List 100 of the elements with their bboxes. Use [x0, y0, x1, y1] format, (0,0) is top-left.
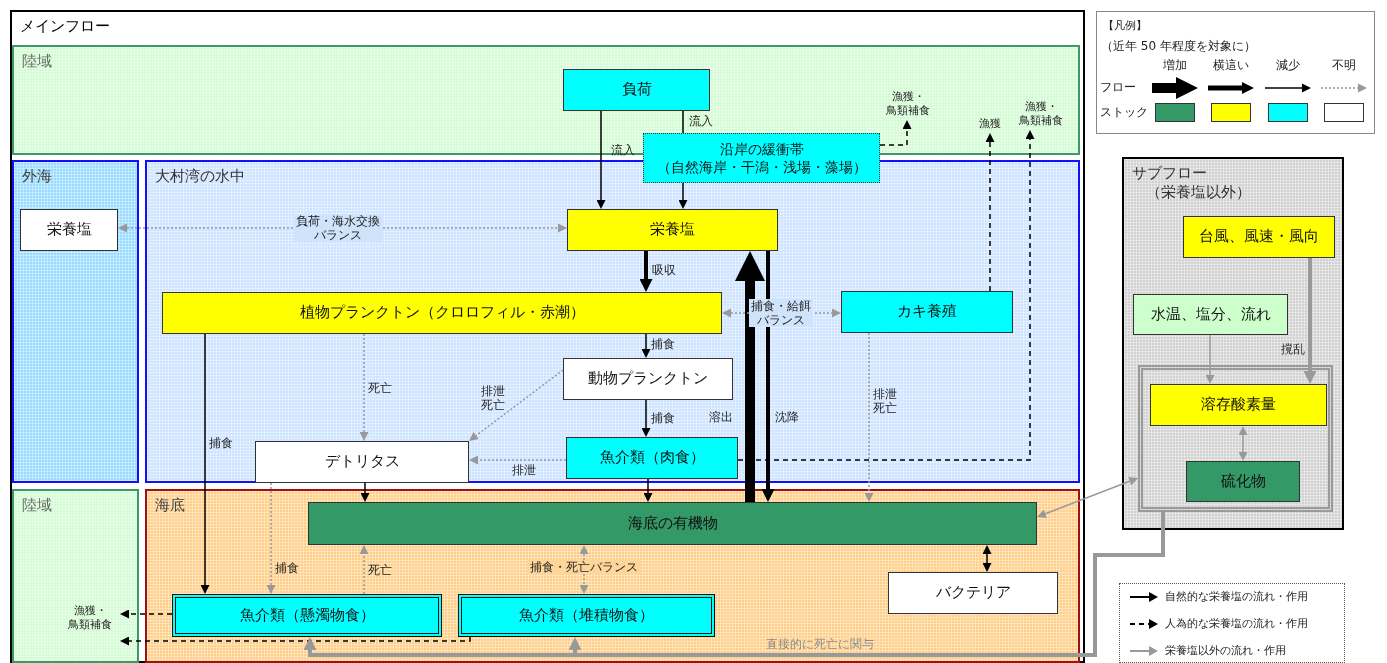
box-text: バクテリア [935, 583, 1011, 603]
legend-title: 【凡例】 [1103, 18, 1147, 33]
box-text: 動物プランクトン [588, 369, 708, 389]
box-text: 沿岸の緩衝帯 [719, 139, 804, 158]
legend-row-label: フロー [1100, 79, 1136, 96]
legend-label: 栄養塩以外の流れ・作用 [1165, 643, 1286, 658]
flow-arrow [266, 482, 276, 594]
connector-line [682, 110, 684, 134]
legend-row-label: ストック [1100, 104, 1148, 121]
flow-arrow [643, 478, 653, 502]
box-text: 魚介類（肉食） [599, 448, 705, 468]
flow-arrow [1238, 426, 1248, 461]
edge-label: 排泄死亡 [873, 386, 897, 416]
box-text: 魚介類（堆積物食） [519, 605, 654, 626]
legend-label: 横這い [1213, 57, 1249, 74]
flow-arrow [1205, 334, 1215, 384]
region-label: 海底 [155, 496, 185, 515]
box-text: カキ養殖 [897, 302, 957, 322]
legend-label: 減少 [1276, 57, 1300, 74]
box-text: 台風、風速・風向 [1199, 227, 1319, 247]
stock-box [1183, 216, 1335, 258]
edge-label: 捕食 [651, 410, 675, 426]
box-text: 硫化物 [1220, 471, 1266, 492]
edge-label: 溶出 [709, 409, 733, 425]
stock-box [567, 209, 778, 251]
flow-arrow [120, 636, 471, 646]
stock-box [172, 594, 442, 637]
region-panel [145, 489, 1080, 663]
flow-arrow [985, 133, 995, 292]
annotation-text: 漁獲・鳥類補食 [60, 604, 120, 644]
flow-arrow [359, 333, 369, 441]
flow-arrow [639, 251, 653, 292]
flow-arrow [469, 369, 564, 441]
double-border-frame [1138, 365, 1333, 512]
stock-box [563, 358, 733, 400]
edge-label: 排泄死亡 [481, 383, 505, 413]
flow-arrow [200, 333, 210, 594]
flow-arrow [879, 120, 912, 146]
box-text: デトリタス [324, 452, 400, 472]
box-text: 溶存酸素量 [1201, 395, 1276, 415]
flow-arrow [761, 251, 775, 502]
stock-box [566, 437, 738, 479]
edge-label: 排泄 [512, 462, 536, 478]
region-panel [12, 160, 139, 483]
flow-arrow [737, 130, 1035, 461]
region-label: サブフロー [1132, 164, 1208, 183]
flow-arrow [359, 545, 369, 595]
region-label: 外海 [22, 167, 52, 186]
legend-label: 不明 [1332, 57, 1356, 74]
stock-box [20, 209, 118, 251]
region-label: （栄養塩以外） [1146, 183, 1251, 202]
region-label: 大村湾の水中 [155, 167, 245, 186]
stock-box [1186, 461, 1300, 502]
region-panel [12, 45, 1080, 155]
flow-arrow [641, 333, 651, 358]
stock-box [563, 69, 710, 111]
edge-label: 直接的に死亡に関与 [766, 636, 874, 652]
edge-label: 捕食 [651, 336, 675, 352]
box-text: 栄養塩 [46, 220, 92, 240]
box-text: 栄養塩 [650, 220, 695, 240]
stock-box [162, 292, 722, 334]
sub-flow-panel [1122, 157, 1344, 530]
main-flow-frame [10, 10, 1085, 663]
edge-label: 流入 [689, 113, 713, 129]
stock-box [643, 133, 880, 183]
box-text: 魚介類（懸濁物食） [239, 605, 375, 626]
stock-box [308, 502, 1037, 545]
legend-label: 自然的な栄養塩の流れ・作用 [1165, 589, 1308, 604]
annotation-text: 漁獲・鳥類補食 [878, 90, 938, 120]
flow-arrow [469, 455, 567, 465]
edge-label: 死亡 [368, 562, 392, 578]
legend-label: 人為的な栄養塩の流れ・作用 [1165, 616, 1308, 631]
region-label: 陸域 [22, 52, 52, 71]
edge-label: 沈降 [775, 409, 799, 425]
box-text: 海底の有機物 [627, 513, 718, 534]
box-text: 水温、塩分、流れ [1150, 304, 1271, 325]
flow-arrow [678, 182, 688, 209]
flow-arrow [579, 545, 589, 594]
edge-label: 捕食 [209, 435, 233, 451]
edge-label: 捕食・給餌バランス [749, 298, 813, 328]
legend-label: 増加 [1163, 57, 1187, 74]
region-label: 陸域 [22, 496, 52, 515]
legend-title: （近年 50 年程度を対象に） [1101, 38, 1256, 55]
stock-box [1133, 294, 1288, 335]
stock-box [255, 441, 469, 483]
flow-arrow [641, 399, 651, 437]
flow-arrow [864, 332, 874, 502]
edge-label: 負荷・海水交換バランス [294, 213, 382, 243]
flow-arrow [360, 482, 370, 502]
flow-arrow [1037, 477, 1138, 518]
annotation-text: 漁獲 [975, 117, 1005, 133]
box-text: 植物プランクトン（クロロフィル・赤潮） [299, 303, 585, 323]
flow-arrow [596, 110, 606, 209]
annotation-text: 漁獲・鳥類補食 [1011, 100, 1071, 130]
box-text: 負荷 [621, 80, 652, 100]
stock-box [841, 291, 1013, 333]
stock-box [458, 594, 715, 637]
edge-label: 捕食 [275, 560, 299, 576]
edge-label: 死亡 [368, 380, 392, 396]
region-label: メインフロー [20, 17, 110, 36]
